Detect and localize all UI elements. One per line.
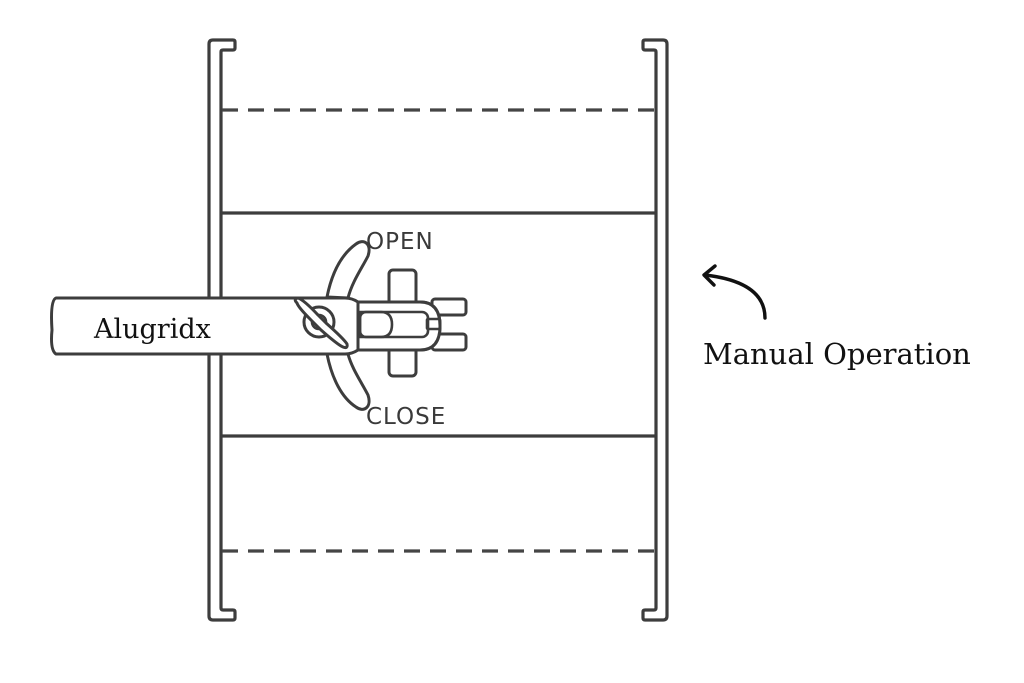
right-frame-channel (641, 38, 669, 622)
open-arc-slot (325, 240, 371, 300)
manual-operation-label: Manual Operation (703, 337, 971, 371)
close-position-label: CLOSE (366, 404, 446, 430)
open-position-label: OPEN (366, 229, 434, 255)
curved-arrow-icon (702, 264, 767, 320)
wing-nut-icon[interactable] (293, 296, 349, 350)
close-arc-slot (325, 352, 371, 411)
handle-label: Alugridx (93, 314, 211, 345)
handle-slot-d (358, 310, 394, 339)
left-frame-channel (207, 38, 237, 622)
